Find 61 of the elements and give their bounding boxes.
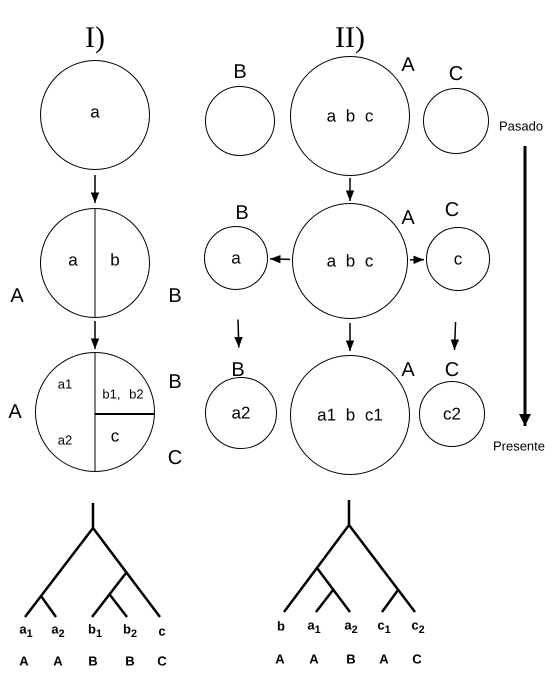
arrow <box>346 323 354 351</box>
leaf-label: b$_{2}$ <box>123 622 137 640</box>
leaf-label: a$_{2}$ <box>344 618 358 636</box>
leaf-label: b$_{1}$ <box>88 622 102 640</box>
area-label: B <box>233 62 247 82</box>
region-label: A <box>379 652 389 666</box>
region-label: a <box>90 104 100 120</box>
area-label: B <box>235 203 249 223</box>
arrow <box>346 178 354 201</box>
region-label: c2 <box>443 406 461 422</box>
arrow <box>90 321 100 349</box>
region-label: a <box>68 252 78 268</box>
leaf-label: a$_{1}$ <box>19 622 33 640</box>
region-label: A <box>19 654 29 668</box>
leaf-label: a$_{2}$ <box>51 622 65 640</box>
region-label: a1 b c1 <box>317 406 383 424</box>
time-label: Presente <box>492 440 546 452</box>
time-label: Pasado <box>498 120 544 132</box>
arrow <box>270 254 290 264</box>
leaf-label: c <box>158 624 166 638</box>
region-label: c <box>110 428 120 444</box>
region-label: B <box>88 654 98 668</box>
region-label: A <box>53 654 63 668</box>
leaf-label: c$_{1}$ <box>377 618 391 636</box>
region-label: a1 <box>58 378 72 390</box>
region-label: B <box>346 652 356 666</box>
area-label: B <box>168 372 182 392</box>
region-label: a b c <box>326 252 374 270</box>
region-label: a2 <box>58 434 72 446</box>
arrow <box>90 175 100 203</box>
region-label: b1, b2 <box>102 388 144 400</box>
area-label: B <box>168 286 182 306</box>
region-circle <box>40 60 150 170</box>
leaf-label: b <box>277 620 285 632</box>
region-label: B <box>125 654 135 668</box>
region-label: a b c <box>326 108 374 124</box>
region-label: C <box>412 652 422 666</box>
area-label: B <box>231 360 245 380</box>
region-label: a2 <box>232 404 250 422</box>
leaf-label: c$_{2}$ <box>411 618 425 636</box>
region-label: b <box>110 252 120 268</box>
arrow <box>234 319 243 348</box>
region-label: A <box>275 652 285 666</box>
area-label: A <box>401 360 415 380</box>
arrow <box>410 256 424 264</box>
leaf-label: a$_{1}$ <box>307 618 321 636</box>
area-label: C <box>448 64 464 84</box>
region-label: C <box>157 654 167 668</box>
area-label: A <box>401 55 415 75</box>
region-label: a <box>231 250 241 266</box>
area-label: C <box>168 448 182 468</box>
area-label: C <box>444 360 460 380</box>
area-label: C <box>444 200 460 220</box>
area-label: A <box>8 402 22 422</box>
arrow <box>450 322 460 350</box>
area-label: A <box>10 286 24 306</box>
panel-label: II) <box>335 23 365 53</box>
area-label: A <box>401 208 415 228</box>
region-label: c <box>454 250 462 268</box>
region-label: A <box>309 652 319 666</box>
panel-label: I) <box>85 23 105 53</box>
